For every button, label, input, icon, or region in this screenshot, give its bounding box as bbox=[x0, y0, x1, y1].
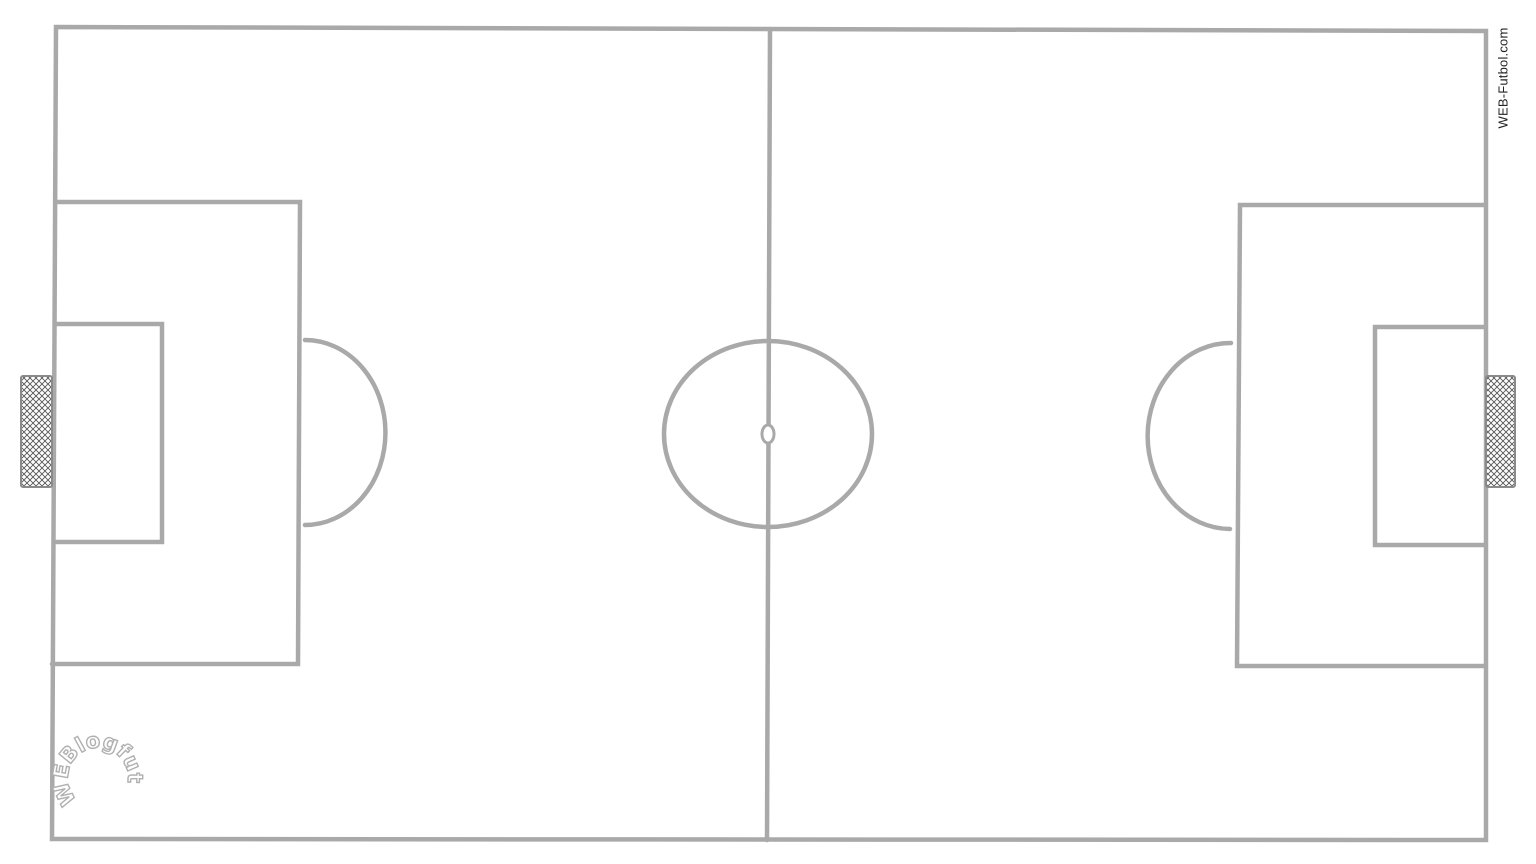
left-penalty-area bbox=[49, 199, 303, 667]
left-goal-area bbox=[51, 321, 165, 545]
touchline-boundary bbox=[49, 24, 1489, 843]
right-goal-net bbox=[1485, 375, 1516, 488]
right-penalty-area bbox=[1234, 202, 1487, 669]
right-penalty-arc bbox=[1145, 340, 1234, 532]
center-spot bbox=[760, 423, 776, 445]
right-goal-area bbox=[1372, 324, 1487, 548]
credit-text: WEB-Futbol.com bbox=[1495, 27, 1511, 129]
center-circle bbox=[661, 338, 875, 530]
left-penalty-arc bbox=[302, 337, 388, 528]
left-goal-net bbox=[20, 375, 53, 488]
